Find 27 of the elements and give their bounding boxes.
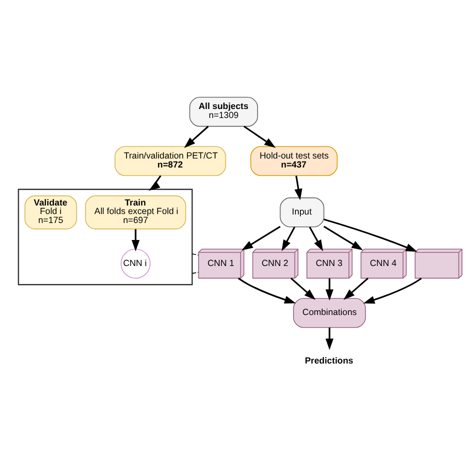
node-box: All subjects n=1309 bbox=[189, 96, 258, 127]
node-circle: CNN i bbox=[120, 248, 151, 279]
arrow bbox=[242, 226, 281, 250]
arrow bbox=[282, 226, 296, 252]
arrow bbox=[323, 226, 363, 250]
node-text: Predictions bbox=[304, 356, 354, 366]
arrow bbox=[184, 126, 209, 148]
node-box: Input bbox=[280, 197, 324, 228]
arrow bbox=[294, 176, 302, 200]
arrow bbox=[363, 278, 422, 304]
arrow bbox=[326, 278, 334, 301]
node-box: Train/validation PET/CT n=872 bbox=[114, 146, 226, 176]
arrow bbox=[148, 175, 162, 191]
arrow bbox=[132, 229, 140, 252]
node-box: Validate Fold i n=175 bbox=[24, 195, 78, 230]
connector bbox=[192, 253, 199, 256]
arrow bbox=[290, 278, 316, 300]
arrow bbox=[238, 278, 296, 304]
connector bbox=[192, 272, 199, 274]
cluster bbox=[18, 188, 193, 286]
arrow bbox=[343, 278, 369, 300]
arrow bbox=[244, 126, 276, 148]
node-box: Combinations bbox=[293, 298, 366, 328]
arrow bbox=[308, 226, 324, 252]
node-box: Train All folds except Fold i n=697 bbox=[85, 195, 186, 230]
arrow bbox=[326, 328, 334, 350]
node-box: Hold-out test sets n=437 bbox=[250, 146, 338, 176]
